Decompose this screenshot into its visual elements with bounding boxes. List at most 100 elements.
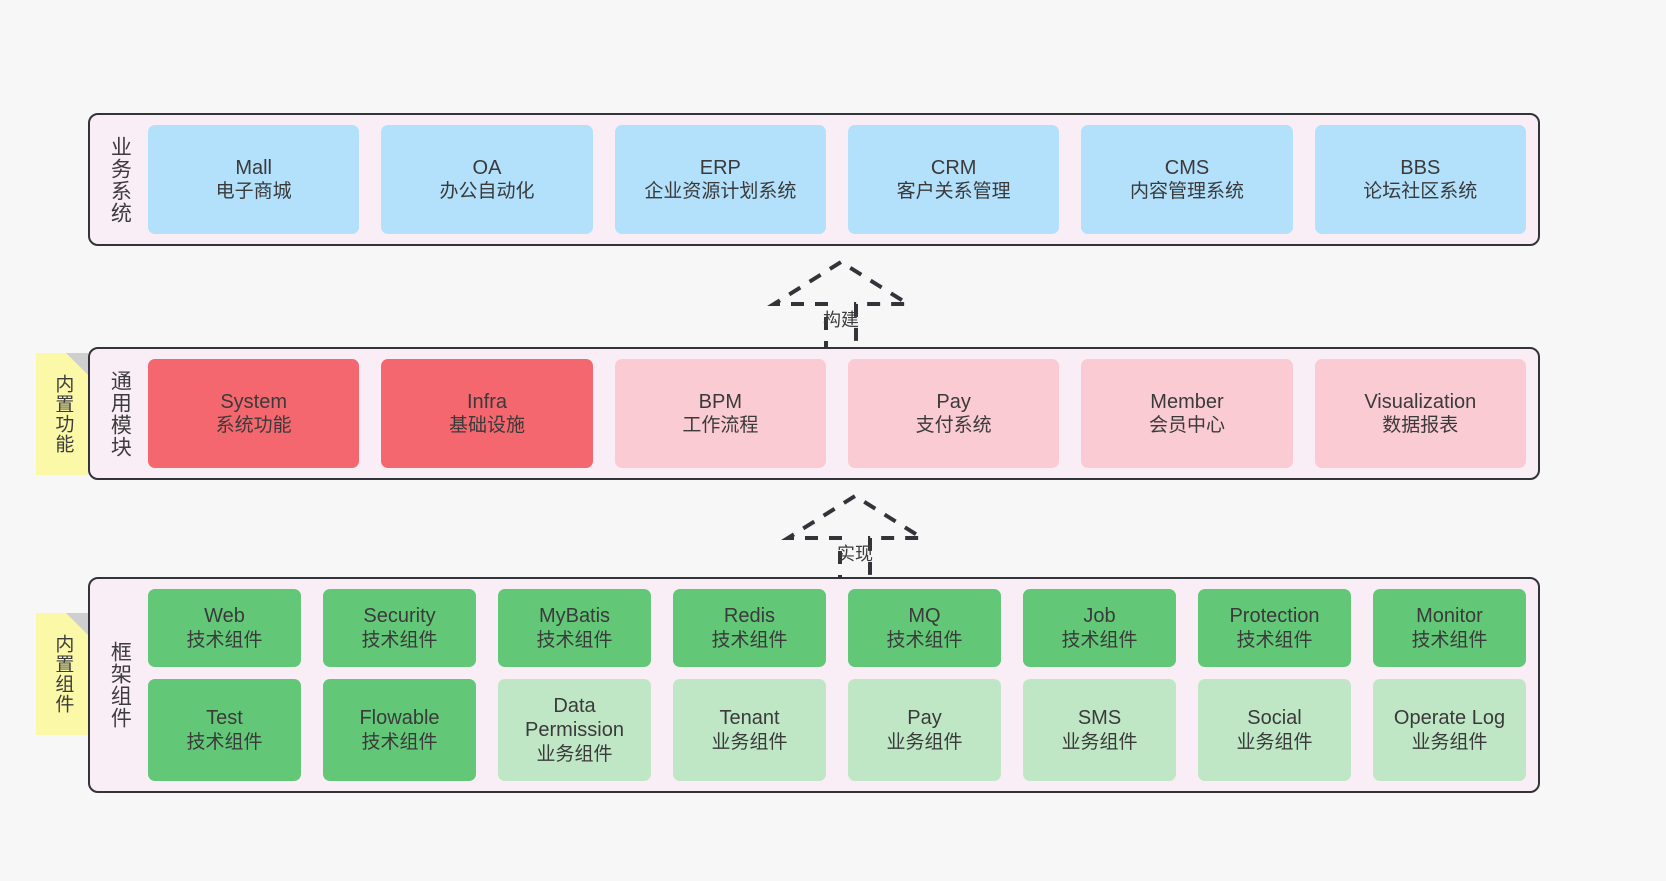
card-mybatis[interactable]: MyBatis 技术组件 [498, 589, 651, 667]
card-title: Mall [235, 156, 272, 179]
card-subtitle: 业务组件 [1236, 731, 1313, 753]
card-redis[interactable]: Redis 技术组件 [673, 589, 826, 667]
card-subtitle: 技术组件 [1411, 629, 1488, 651]
card-job[interactable]: Job 技术组件 [1023, 589, 1176, 667]
card-monitor[interactable]: Monitor 技术组件 [1373, 589, 1526, 667]
card-test[interactable]: Test 技术组件 [148, 678, 301, 782]
card-infra[interactable]: Infra 基础设施 [381, 359, 593, 468]
card-erp[interactable]: ERP 企业资源计划系统 [614, 125, 826, 234]
card-member[interactable]: Member 会员中心 [1081, 359, 1293, 468]
card-title: OA [472, 156, 502, 179]
card-subtitle: 技术组件 [1061, 629, 1138, 651]
card-sms[interactable]: SMS 业务组件 [1023, 678, 1176, 782]
card-title: Infra [466, 390, 507, 413]
card-row: System 系统功能 Infra 基础设施 BPM 工作流程 Pay 支付系统… [148, 359, 1526, 468]
arrow-implement: 实现 [770, 492, 940, 588]
card-title: Redis [723, 605, 776, 628]
layer-title-business-systems: 业务系统 [108, 135, 132, 224]
layer-body-business-systems: Mall 电子商城 OA 办公自动化 ERP 企业资源计划系统 CRM 客户关系… [136, 125, 1526, 234]
card-subtitle: 会员中心 [1148, 415, 1225, 437]
card-title: Member [1150, 390, 1224, 413]
layer-common-modules: 通用模块 System 系统功能 Infra 基础设施 BPM 工作流程 Pay… [88, 347, 1540, 480]
card-system[interactable]: System 系统功能 [148, 359, 360, 468]
card-title: SMS [1077, 707, 1122, 730]
card-subtitle: 业务组件 [536, 743, 613, 765]
layer-title-common-modules: 通用模块 [108, 369, 132, 458]
note-builtin-components: 内置组件 [36, 613, 88, 735]
card-bpm[interactable]: BPM 工作流程 [614, 359, 826, 468]
card-tenant[interactable]: Tenant 业务组件 [673, 678, 826, 782]
card-subtitle: 系统功能 [215, 415, 292, 437]
card-security[interactable]: Security 技术组件 [323, 589, 476, 667]
card-title: Pay [907, 707, 942, 730]
card-title: BBS [1400, 156, 1441, 179]
card-title: MyBatis [538, 605, 611, 628]
card-crm[interactable]: CRM 客户关系管理 [847, 125, 1060, 234]
card-title: Social [1247, 707, 1302, 730]
card-subtitle: 内容管理系统 [1129, 181, 1244, 203]
arrow-build: 构建 [756, 258, 926, 354]
card-subtitle: 业务组件 [886, 731, 963, 753]
card-subtitle: 技术组件 [361, 629, 438, 651]
card-subtitle: 办公自动化 [439, 181, 535, 203]
card-title: Protection [1229, 605, 1320, 628]
card-subtitle: 业务组件 [1411, 731, 1488, 753]
note-fold-corner-icon [66, 353, 88, 375]
card-subtitle: 技术组件 [711, 629, 788, 651]
card-subtitle: 技术组件 [186, 629, 263, 651]
card-visualization[interactable]: Visualization 数据报表 [1314, 359, 1526, 468]
card-subtitle: 工作流程 [682, 415, 759, 437]
card-subtitle: 支付系统 [915, 415, 992, 437]
card-row: Mall 电子商城 OA 办公自动化 ERP 企业资源计划系统 CRM 客户关系… [148, 125, 1526, 234]
card-mall[interactable]: Mall 电子商城 [148, 125, 360, 234]
arrow-implement-label: 实现 [837, 544, 873, 564]
card-title: Monitor [1416, 605, 1483, 628]
card-operate-log[interactable]: Operate Log 业务组件 [1373, 678, 1526, 782]
card-title: Web [204, 605, 245, 628]
card-oa[interactable]: OA 办公自动化 [381, 125, 593, 234]
card-subtitle: 电子商城 [215, 181, 292, 203]
layer-body-framework-components: Web 技术组件 Security 技术组件 MyBatis 技术组件 Redi… [136, 589, 1526, 782]
layer-framework-components: 框架组件 Web 技术组件 Security 技术组件 MyBatis 技术组件… [88, 577, 1540, 793]
card-title: Security [363, 605, 436, 628]
card-row: Test 技术组件 Flowable 技术组件 Data Permission … [148, 678, 1526, 782]
card-title: MQ [908, 605, 941, 628]
card-title: Job [1083, 605, 1116, 628]
card-subtitle: 客户关系管理 [896, 181, 1011, 203]
layer-business-systems: 业务系统 Mall 电子商城 OA 办公自动化 ERP 企业资源计划系统 CRM… [88, 113, 1540, 246]
note-label: 内置功能 [52, 374, 74, 454]
card-title: System [220, 390, 287, 413]
note-label: 内置组件 [52, 634, 74, 714]
card-subtitle: 业务组件 [1061, 731, 1138, 753]
card-subtitle: 技术组件 [536, 629, 613, 651]
layer-body-common-modules: System 系统功能 Infra 基础设施 BPM 工作流程 Pay 支付系统… [136, 359, 1526, 468]
card-web[interactable]: Web 技术组件 [148, 589, 301, 667]
card-protection[interactable]: Protection 技术组件 [1198, 589, 1351, 667]
card-bbs[interactable]: BBS 论坛社区系统 [1314, 125, 1526, 234]
card-subtitle: 业务组件 [711, 731, 788, 753]
card-title: Flowable [359, 707, 440, 730]
card-flowable[interactable]: Flowable 技术组件 [323, 678, 476, 782]
layer-title-framework-components: 框架组件 [108, 641, 132, 729]
card-subtitle: 基础设施 [448, 415, 525, 437]
card-pay-component[interactable]: Pay 业务组件 [848, 678, 1001, 782]
note-fold-corner-icon [66, 613, 88, 635]
card-subtitle: 企业资源计划系统 [644, 181, 797, 203]
card-social[interactable]: Social 业务组件 [1198, 678, 1351, 782]
card-subtitle: 技术组件 [886, 629, 963, 651]
card-title: Visualization [1364, 390, 1477, 413]
card-subtitle: 技术组件 [361, 731, 438, 753]
card-title: Test [206, 707, 243, 730]
card-row: Web 技术组件 Security 技术组件 MyBatis 技术组件 Redi… [148, 589, 1526, 667]
card-data-permission[interactable]: Data Permission 业务组件 [498, 678, 651, 782]
card-subtitle: 技术组件 [186, 731, 263, 753]
card-pay-module[interactable]: Pay 支付系统 [847, 359, 1060, 468]
card-subtitle: 数据报表 [1382, 415, 1459, 437]
card-subtitle: 技术组件 [1236, 629, 1313, 651]
arrow-build-label: 构建 [823, 310, 859, 330]
card-cms[interactable]: CMS 内容管理系统 [1081, 125, 1293, 234]
card-title: CMS [1164, 156, 1210, 179]
card-mq[interactable]: MQ 技术组件 [848, 589, 1001, 667]
card-title: Tenant [719, 707, 780, 730]
